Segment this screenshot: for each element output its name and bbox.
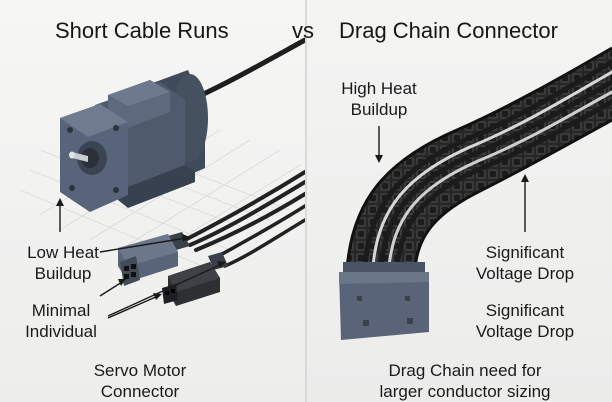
- drag-chain-caption: Drag Chain need for larger conductor siz…: [355, 360, 575, 402]
- left-panel: Short Cable Runs Low Heat Buildup Minima…: [0, 0, 305, 402]
- voltage-drop-2-line-1: Significant: [485, 301, 565, 320]
- drag-chain-connector: [339, 262, 429, 340]
- servo-motor-illustration: [19, 37, 305, 319]
- voltage-drop-1-line-2: Voltage Drop: [475, 264, 575, 283]
- servo-caption-line-2: Connector: [100, 382, 180, 401]
- right-panel: Drag Chain Connector High Heat Buildup S…: [307, 0, 612, 402]
- drag-chain-caption-line-2: larger conductor sizing: [379, 382, 551, 401]
- motor-cable: [192, 37, 305, 101]
- vs-label: vs: [292, 18, 314, 43]
- minimal-label: Minimal Individual: [8, 300, 114, 342]
- servo-motor: [60, 70, 208, 212]
- low-heat-line-1: Low Heat: [27, 243, 99, 262]
- panel-divider: [305, 0, 307, 402]
- minimal-line-1: Minimal: [31, 301, 91, 320]
- servo-caption-line-1: Servo Motor: [93, 361, 187, 380]
- drag-chain: [345, 46, 612, 271]
- connector-cables: [183, 170, 305, 268]
- right-arrows: [375, 126, 529, 232]
- left-arrows: [56, 198, 226, 319]
- drag-chain-illustration: [339, 46, 612, 340]
- voltage-drop-2-line-2: Voltage Drop: [475, 322, 575, 341]
- voltage-drop-label-2: Significant Voltage Drop: [465, 300, 585, 342]
- drag-chain-caption-line-1: Drag Chain need for: [388, 361, 542, 380]
- low-heat-label: Low Heat Buildup: [10, 242, 116, 284]
- right-title: Drag Chain Connector: [339, 18, 558, 43]
- servo-caption: Servo Motor Connector: [70, 360, 210, 402]
- voltage-drop-1-line-1: Significant: [485, 243, 565, 262]
- left-title: Short Cable Runs: [55, 18, 229, 43]
- high-heat-label: High Heat Buildup: [329, 78, 429, 120]
- voltage-drop-label-1: Significant Voltage Drop: [465, 242, 585, 284]
- minimal-line-2: Individual: [25, 322, 97, 341]
- high-heat-line-1: High Heat: [341, 79, 417, 98]
- low-heat-line-2: Buildup: [34, 264, 92, 283]
- high-heat-line-2: Buildup: [350, 100, 408, 119]
